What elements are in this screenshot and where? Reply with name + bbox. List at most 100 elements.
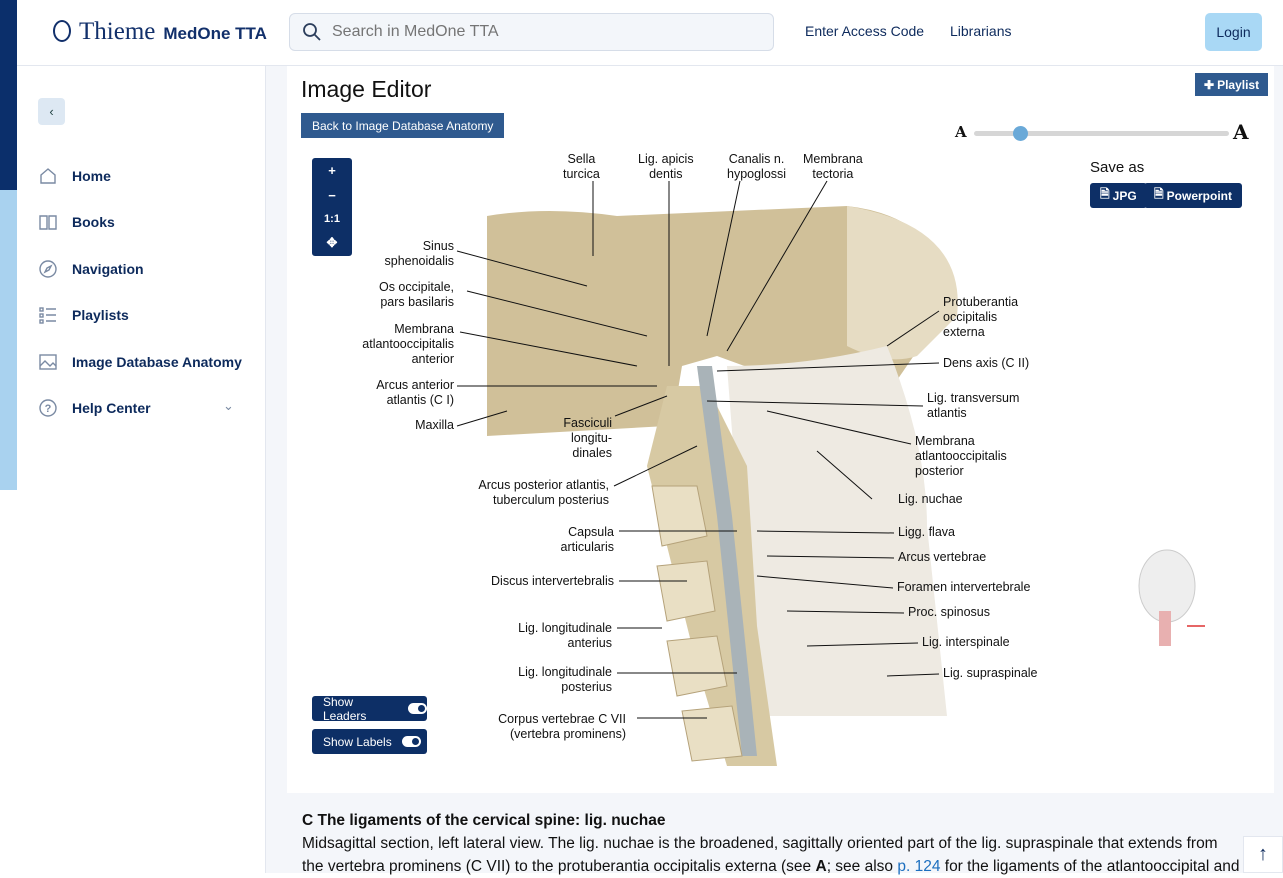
label-lig-nuchae: Lig. nuchae bbox=[898, 492, 963, 506]
label-os-occipitale: Os occipitale, pars basilaris bbox=[378, 280, 454, 309]
reset-zoom-button[interactable]: 1:1 bbox=[324, 213, 340, 225]
caption-text: ; see also bbox=[826, 858, 898, 875]
sidebar-item-navigation[interactable]: Navigation bbox=[38, 259, 144, 279]
add-playlist-button[interactable]: ✚Playlist bbox=[1195, 73, 1269, 96]
font-size-large-icon: A bbox=[1233, 120, 1249, 144]
product-name: MedOne TTA bbox=[163, 24, 267, 43]
zoom-in-button[interactable]: + bbox=[328, 163, 336, 178]
label-sinus-sphenoidalis: Sinus sphenoidalis bbox=[384, 239, 455, 268]
sidebar-item-image-database[interactable]: Image Database Anatomy bbox=[38, 352, 242, 372]
label-long-anterius: Lig. longitudinale anterius bbox=[518, 621, 612, 650]
image-icon bbox=[38, 352, 58, 372]
sidebar-item-label: Image Database Anatomy bbox=[72, 354, 242, 370]
spine-column bbox=[647, 386, 777, 766]
jpg-label: JPG bbox=[1112, 188, 1137, 203]
spinal-cord bbox=[697, 366, 757, 756]
save-powerpoint-button[interactable]: 🗎Powerpoint bbox=[1144, 183, 1242, 208]
chevron-left-icon: ‹ bbox=[49, 104, 54, 119]
slider-handle[interactable] bbox=[1012, 126, 1028, 141]
skull-shape bbox=[487, 206, 957, 436]
caption-ref: A bbox=[815, 858, 827, 875]
show-labels-toggle[interactable]: Show Labels bbox=[312, 729, 427, 754]
label-capsula: Capsula articularis bbox=[560, 525, 615, 554]
orientation-thumbnail bbox=[1138, 549, 1205, 646]
label-lig-apicis-dentis: Lig. apicis dentis bbox=[638, 152, 694, 181]
vertebra-bodies bbox=[651, 485, 743, 762]
brand-name: Thieme bbox=[79, 18, 156, 45]
collapse-sidebar-button[interactable]: ‹ bbox=[38, 98, 65, 125]
login-button[interactable]: Login bbox=[1205, 13, 1262, 51]
label-discus: Discus intervertebralis bbox=[491, 574, 614, 588]
occipital-bone bbox=[847, 206, 958, 360]
home-icon bbox=[38, 166, 58, 186]
sidebar-item-playlists[interactable]: Playlists bbox=[38, 305, 129, 325]
sidebar-item-label: Navigation bbox=[72, 261, 144, 277]
label-arcus-posterior: Arcus posterior atlantis, tuberculum pos… bbox=[478, 478, 609, 507]
label-arcus-anterior: Arcus anterior atlantis (C I) bbox=[376, 378, 454, 407]
label-ligg-flava: Ligg. flava bbox=[898, 525, 955, 539]
sidebar-item-books[interactable]: Books bbox=[38, 212, 115, 232]
plus-icon: ✚ bbox=[1204, 77, 1215, 92]
label-arcus-vertebrae: Arcus vertebrae bbox=[898, 550, 987, 564]
top-header: Thieme MedOne TTA Enter Access Code Libr… bbox=[17, 0, 1283, 66]
sidebar-item-label: Home bbox=[72, 168, 111, 184]
list-icon bbox=[38, 305, 58, 325]
save-jpg-button[interactable]: 🗎JPG bbox=[1090, 183, 1147, 208]
label-dens-axis: Dens axis (C II) bbox=[943, 356, 1030, 370]
figure-caption: C The ligaments of the cervical spine: l… bbox=[302, 809, 1242, 878]
label-maxilla: Maxilla bbox=[415, 418, 454, 432]
search-input[interactable] bbox=[332, 23, 752, 41]
arrow-up-icon: ↑ bbox=[1258, 843, 1268, 865]
label-corpus-c7: Corpus vertebrae C VII (vertebra promine… bbox=[498, 712, 626, 741]
move-icon[interactable]: ✥ bbox=[326, 235, 338, 250]
font-size-slider[interactable] bbox=[974, 126, 1229, 141]
caption-title: C The ligaments of the cervical spine: l… bbox=[302, 812, 666, 829]
label-sella-turcica: Sella turcica bbox=[563, 152, 600, 181]
file-icon: 🗎 bbox=[1100, 187, 1110, 201]
label-membrana-tectoria: Membrana tectoria bbox=[803, 152, 863, 181]
caption-text: Midsagittal section, left lateral view. … bbox=[302, 835, 1218, 875]
librarians-link[interactable]: Librarians bbox=[950, 23, 1012, 39]
sidebar-item-label: Books bbox=[72, 214, 115, 230]
search-icon bbox=[303, 23, 321, 41]
zoom-out-button[interactable]: − bbox=[328, 188, 336, 203]
caption-text: for the ligaments of the atlantooccipita… bbox=[940, 858, 1240, 875]
playlist-label: Playlist bbox=[1217, 77, 1260, 92]
show-labels-label: Show Labels bbox=[323, 734, 392, 749]
label-proc-spinosus: Proc. spinosus bbox=[908, 605, 990, 619]
page-link[interactable]: p. 124 bbox=[897, 858, 941, 875]
image-editor-card: Image Editor Back to Image Database Anat… bbox=[287, 66, 1274, 793]
label-lig-supraspinale: Lig. supraspinale bbox=[943, 666, 1038, 680]
zoom-controls: + − 1:1 ✥ bbox=[312, 158, 352, 256]
enter-access-code-link[interactable]: Enter Access Code bbox=[805, 23, 925, 39]
label-lig-interspinale: Lig. interspinale bbox=[922, 635, 1010, 649]
show-leaders-toggle[interactable]: Show Leaders bbox=[312, 695, 427, 723]
label-membrana-ant: Membrana atlantooccipitalis anterior bbox=[362, 322, 454, 366]
main-content: Image Editor Back to Image Database Anat… bbox=[266, 66, 1283, 875]
toggle-switch-icon bbox=[401, 736, 421, 747]
back-to-database-button[interactable]: Back to Image Database Anatomy bbox=[301, 113, 505, 138]
sidebar-item-home[interactable]: Home bbox=[38, 166, 111, 186]
label-membrana-post: Membrana atlantooccipitalis posterior bbox=[915, 434, 1007, 478]
compass-icon bbox=[38, 259, 58, 279]
sidebar-item-help-center[interactable]: ? Help Center bbox=[38, 398, 151, 418]
powerpoint-label: Powerpoint bbox=[1166, 188, 1232, 203]
label-fasciculi: Fasciculi longitu- dinales bbox=[563, 416, 612, 460]
thieme-seal-icon bbox=[53, 20, 71, 42]
search-box[interactable] bbox=[289, 13, 774, 51]
svg-text:?: ? bbox=[45, 403, 52, 415]
label-foramen: Foramen intervertebrale bbox=[897, 580, 1031, 594]
chevron-down-icon[interactable]: ⌄ bbox=[223, 398, 234, 413]
sidebar-item-label: Playlists bbox=[72, 307, 129, 323]
label-lig-transversum: Lig. transversum atlantis bbox=[927, 391, 1020, 420]
scroll-to-top-button[interactable]: ↑ bbox=[1243, 836, 1283, 873]
file-icon: 🗎 bbox=[1154, 187, 1164, 201]
book-icon bbox=[38, 212, 58, 232]
sidebar-item-label: Help Center bbox=[72, 400, 151, 416]
label-canalis-hypoglossi: Canalis n. hypoglossi bbox=[727, 152, 787, 181]
logo[interactable]: Thieme MedOne TTA bbox=[53, 17, 267, 46]
help-icon: ? bbox=[38, 398, 58, 418]
sidebar-accent-light bbox=[0, 190, 17, 490]
sidebar: ‹ Home Books Navigation Playlists Image … bbox=[17, 66, 266, 873]
label-long-posterius: Lig. longitudinale posterius bbox=[518, 665, 612, 694]
